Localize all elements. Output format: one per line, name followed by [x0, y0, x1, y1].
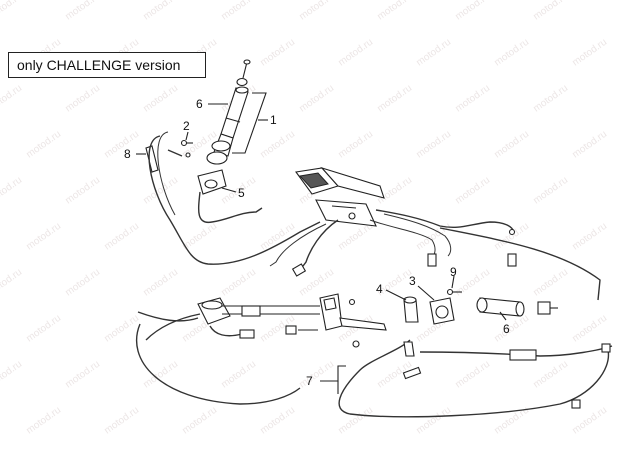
callout-6-top: 6 [196, 97, 203, 111]
watermark-text: motod.ru [531, 0, 570, 22]
watermark-text: motod.ru [297, 83, 336, 115]
watermark-text: motod.ru [24, 221, 63, 253]
watermark-text: motod.ru [570, 37, 609, 69]
watermark-text: motod.ru [0, 0, 24, 22]
watermark-text: motod.ru [0, 175, 24, 207]
callout-5: 5 [238, 186, 245, 200]
watermark-text: motod.ru [453, 175, 492, 207]
watermark-text: motod.ru [531, 267, 570, 299]
watermark-text: motod.ru [141, 267, 180, 299]
watermark-text: motod.ru [24, 405, 63, 437]
callout-labels: 1 2 3 4 5 6 6 7 8 9 [124, 97, 510, 388]
callout-1: 1 [270, 113, 277, 127]
callout-8: 8 [124, 147, 131, 161]
callout-4: 4 [376, 282, 383, 296]
watermark-text: motod.ru [63, 0, 102, 22]
watermark-text: motod.ru [336, 37, 375, 69]
watermark-text: motod.ru [336, 129, 375, 161]
callout-2: 2 [183, 119, 190, 133]
watermark-text: motod.ru [531, 359, 570, 391]
watermark-text: motod.ru [570, 129, 609, 161]
watermark-text: motod.ru [531, 83, 570, 115]
watermark-text: motod.ru [375, 0, 414, 22]
watermark-text: motod.ru [102, 313, 141, 345]
watermark-text: motod.ru [141, 359, 180, 391]
watermark-text: motod.ru [375, 83, 414, 115]
watermark-text: motod.ru [102, 129, 141, 161]
watermark-text: motod.ru [258, 37, 297, 69]
watermark-text: motod.ru [492, 221, 531, 253]
watermark-text: motod.ru [492, 313, 531, 345]
switch-box-wiring [269, 166, 601, 301]
leader-lines [136, 103, 507, 394]
watermark-text: motod.ru [102, 221, 141, 253]
watermark-text: motod.ru [258, 129, 297, 161]
watermark-text: motod.ru [219, 0, 258, 22]
watermark-text: motod.ru [63, 359, 102, 391]
watermark-text: motod.ru [0, 267, 24, 299]
callout-9: 9 [450, 265, 457, 279]
watermark-text: motod.ru [63, 267, 102, 299]
watermark-text: motod.ru [414, 221, 453, 253]
watermark-text: motod.ru [453, 359, 492, 391]
watermark-text: motod.ru [219, 359, 258, 391]
watermark-text: motod.ru [141, 83, 180, 115]
watermark-text: motod.ru [453, 267, 492, 299]
watermark-text: motod.ru [414, 37, 453, 69]
watermark-text: motod.ru [24, 129, 63, 161]
watermark-text: motod.ru [570, 313, 609, 345]
watermark-text: motod.ru [141, 0, 180, 22]
watermark-text: motod.ru [297, 359, 336, 391]
watermark-text: motod.ru [219, 267, 258, 299]
watermark-text: motod.ru [414, 405, 453, 437]
watermark-text: motod.ru [0, 359, 24, 391]
watermark-text: motod.ru [531, 175, 570, 207]
callout-3: 3 [409, 274, 416, 288]
callout-7: 7 [306, 374, 313, 388]
watermark-text: motod.ru [453, 0, 492, 22]
watermark-text: motod.ru [180, 405, 219, 437]
callout-6-bottom: 6 [503, 322, 510, 336]
choke-cable-assembly [338, 339, 613, 418]
watermark-text: motod.ru [63, 83, 102, 115]
watermark-text: motod.ru [570, 405, 609, 437]
throttle-grip-assembly [145, 59, 321, 265]
watermark-text: motod.ru [258, 405, 297, 437]
watermark-text: motod.ru [297, 0, 336, 22]
lower-handlebar-assembly [135, 288, 558, 405]
version-note-box: only CHALLENGE version [8, 52, 206, 78]
version-note-text: only CHALLENGE version [17, 57, 181, 73]
watermark-text: motod.ru [453, 83, 492, 115]
watermark-text: motod.ru [414, 129, 453, 161]
watermark-text: motod.ru [24, 313, 63, 345]
watermark-text: motod.ru [102, 405, 141, 437]
watermark-text: motod.ru [0, 83, 24, 115]
watermark-text: motod.ru [570, 221, 609, 253]
watermark-text: motod.ru [492, 129, 531, 161]
watermark-text: motod.ru [63, 175, 102, 207]
watermark-text: motod.ru [492, 37, 531, 69]
watermark-text: motod.ru [336, 405, 375, 437]
